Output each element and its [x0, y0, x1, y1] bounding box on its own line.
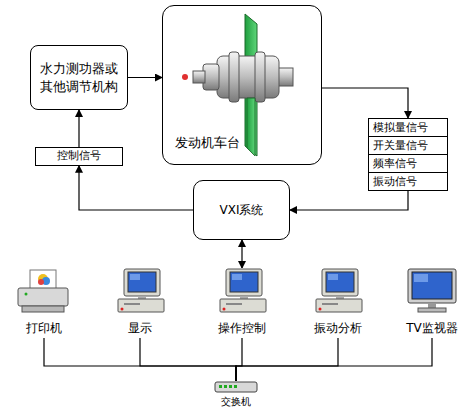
device-label: 交换机 — [209, 395, 263, 409]
connector — [236, 338, 242, 381]
node-label: 控制信号 — [57, 149, 101, 164]
connector — [322, 88, 408, 118]
display-node: 显示 — [101, 268, 179, 338]
connector — [44, 338, 236, 381]
connector — [79, 166, 193, 210]
process-box: 水力测功器或其他调节机构 — [30, 45, 128, 110]
printer-icon — [14, 268, 74, 314]
printer-node: 打印机 — [5, 268, 83, 338]
tv-monitor-icon — [402, 268, 462, 314]
tv-monitor-node: TV监视器 — [397, 268, 467, 338]
connector — [236, 338, 338, 381]
signal-name: 振动信号 — [369, 173, 447, 190]
test-bench-box: 发动机车台 — [162, 5, 322, 165]
connector — [241, 240, 242, 268]
switch-node: 交换机 — [209, 381, 263, 415]
computer-icon — [110, 268, 170, 314]
connector — [128, 77, 162, 78]
connector — [78, 110, 79, 147]
signal-name: 频率信号 — [369, 155, 447, 173]
node-label: 水力测功器或其他调节机构 — [39, 60, 119, 95]
device-label: 打印机 — [5, 320, 83, 337]
signal-name: 开关量信号 — [369, 137, 447, 155]
connector — [290, 191, 408, 210]
computer-icon — [212, 268, 272, 314]
node-label: VXI系统 — [220, 202, 264, 218]
vxi-system-box: VXI系统 — [193, 180, 290, 240]
connector — [236, 338, 432, 381]
control-signal-box: 控制信号 — [35, 147, 123, 166]
signal-name: 模拟量信号 — [369, 119, 447, 137]
device-label: 振动分析 — [299, 320, 377, 337]
switch-icon — [214, 381, 258, 393]
connector — [140, 338, 236, 381]
device-label: TV监视器 — [397, 320, 467, 337]
device-label: 显示 — [101, 320, 179, 337]
signal-list: 模拟量信号开关量信号频率信号振动信号 — [368, 118, 448, 191]
node-label: 发动机车台 — [175, 134, 240, 152]
operation-control-node: 操作控制 — [203, 268, 281, 338]
computer-icon — [308, 268, 368, 314]
device-label: 操作控制 — [203, 320, 281, 337]
vibration-analysis-node: 振动分析 — [299, 268, 377, 338]
